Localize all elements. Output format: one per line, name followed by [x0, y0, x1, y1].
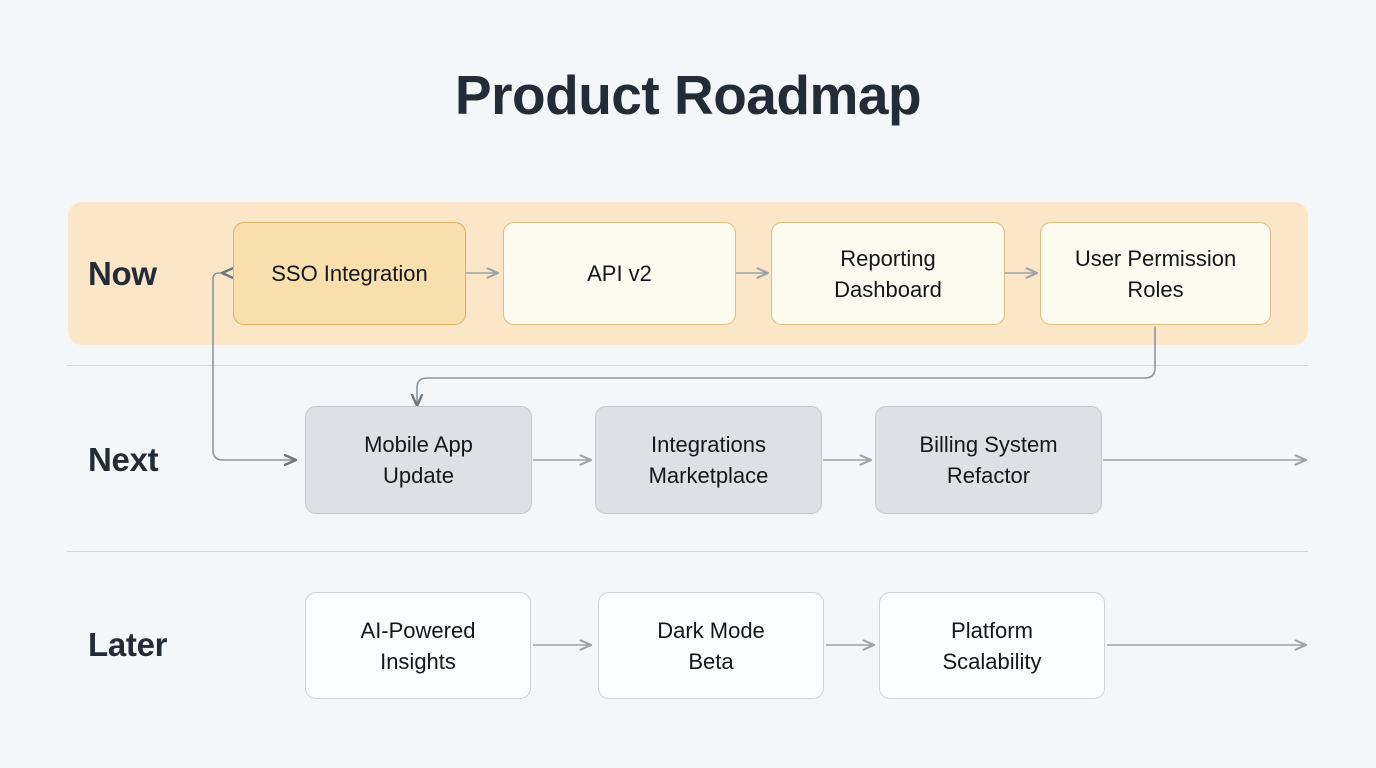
node-label: SSO Integration — [271, 261, 428, 286]
node-label-line1: Platform — [951, 617, 1033, 643]
node-label-line2: Scalability — [942, 648, 1042, 674]
row-label-later: Later — [88, 626, 168, 663]
node-label: API v2 — [587, 261, 652, 286]
node-label: Reporting Dashboard — [834, 243, 942, 305]
node-mobile-app-update[interactable]: Mobile App Update — [305, 406, 532, 514]
node-label-line1: Integrations — [651, 432, 766, 457]
row-label-now: Now — [88, 255, 157, 292]
node-api-v2[interactable]: API v2 — [503, 222, 736, 325]
node-label-line1: User Permission — [1074, 245, 1237, 271]
node-label: User Permission Roles — [1075, 243, 1236, 305]
node-label-line2: Insights — [380, 648, 456, 674]
node-label: Integrations Marketplace — [649, 429, 769, 491]
node-dark-mode-beta[interactable]: Dark Mode Beta — [598, 592, 824, 699]
node-label-line2: Refactor — [946, 463, 1031, 488]
node-ai-powered-insights[interactable]: AI-Powered Insights — [305, 592, 531, 699]
row-label-next: Next — [88, 441, 159, 478]
node-user-permission-roles[interactable]: User Permission Roles — [1040, 222, 1271, 325]
node-label: AI-Powered Insights — [361, 615, 476, 677]
node-label: Billing System Refactor — [919, 429, 1057, 491]
node-reporting-dashboard[interactable]: Reporting Dashboard — [771, 222, 1005, 325]
node-label-line1: Billing System — [919, 432, 1058, 457]
node-label-line1: Dark Mode — [657, 617, 765, 643]
node-label-line2: Beta — [688, 648, 734, 674]
node-label: Platform Scalability — [942, 615, 1041, 677]
node-label-line2: Dashboard — [834, 276, 942, 302]
page-title: Product Roadmap — [454, 64, 922, 126]
node-label-line2: Roles — [1127, 276, 1184, 302]
node-label-line2: Marketplace — [648, 463, 769, 488]
node-billing-system-refactor[interactable]: Billing System Refactor — [875, 406, 1102, 514]
node-sso-integration[interactable]: SSO Integration — [233, 222, 466, 325]
node-label-line1: AI-Powered — [360, 617, 476, 643]
row-separator-next-later — [67, 551, 1308, 552]
node-label-line2: Update — [383, 463, 454, 488]
node-label-line1: Reporting — [840, 245, 936, 271]
node-label: Mobile App Update — [364, 429, 473, 491]
node-label: Dark Mode Beta — [657, 615, 765, 677]
row-separator-now-next — [67, 365, 1308, 366]
node-platform-scalability[interactable]: Platform Scalability — [879, 592, 1105, 699]
node-label-line1: Mobile App — [364, 432, 473, 457]
node-integrations-marketplace[interactable]: Integrations Marketplace — [595, 406, 822, 514]
